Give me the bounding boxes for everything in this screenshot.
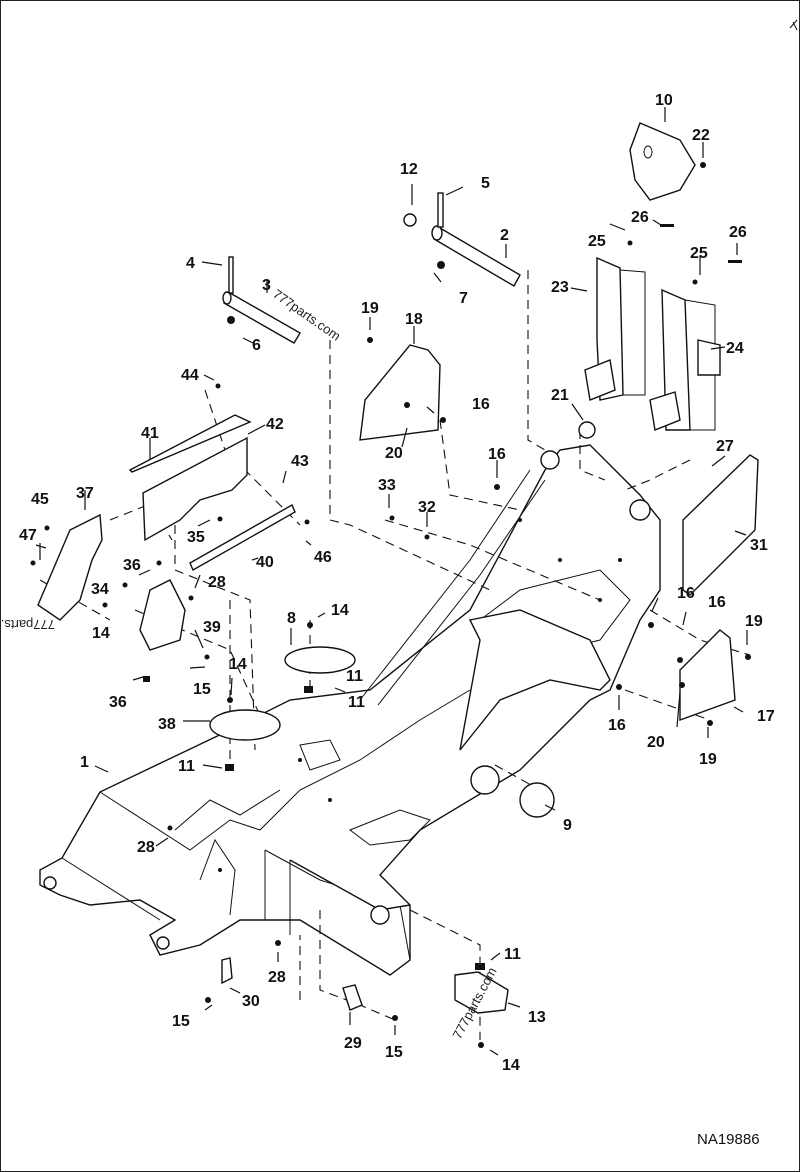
callout-37[interactable]: 37	[76, 485, 94, 502]
callout-33[interactable]: 33	[378, 477, 396, 494]
clip-29	[342, 984, 363, 1011]
side-shield-17	[679, 629, 736, 721]
cover-plate-13	[454, 971, 509, 1014]
drawing-number: NA19886	[697, 1131, 760, 1148]
callout-19c[interactable]: 19	[699, 751, 717, 768]
callout-32[interactable]: 32	[418, 499, 436, 516]
callout-39[interactable]: 39	[203, 619, 221, 636]
panel-42	[142, 436, 248, 542]
oval-plate-38	[209, 709, 281, 741]
bumper-strip-31	[682, 454, 759, 596]
callout-36b[interactable]: 36	[109, 694, 127, 711]
side-shield-18	[359, 344, 441, 441]
callout-14a[interactable]: 14	[92, 625, 110, 642]
callout-6[interactable]: 6	[252, 337, 261, 354]
callout-47[interactable]: 47	[19, 527, 37, 544]
callout-17[interactable]: 17	[757, 708, 775, 725]
callout-14b[interactable]: 14	[331, 602, 349, 619]
rail-40	[189, 504, 296, 571]
callout-14d[interactable]: 14	[502, 1057, 520, 1074]
callout-11c[interactable]: 11	[504, 946, 521, 963]
leader-lines	[35, 107, 748, 1056]
callout-29[interactable]: 29	[344, 1035, 362, 1052]
callout-15c[interactable]: 15	[385, 1044, 403, 1061]
clip-30	[221, 957, 233, 985]
control-bracket-24	[649, 288, 721, 431]
callout-16e[interactable]: 16	[608, 717, 626, 734]
pivot-pin-3	[222, 256, 301, 344]
callout-42[interactable]: 42	[266, 416, 284, 433]
callout-8[interactable]: 8	[287, 610, 296, 627]
callout-10[interactable]: 10	[655, 92, 673, 109]
bracket-39	[139, 579, 186, 651]
callout-19b[interactable]: 19	[745, 613, 763, 630]
callout-11d[interactable]: 11	[346, 668, 363, 685]
main-frame	[39, 444, 661, 976]
callout-labels: 1 2 3 4 5 6 7 8 9 10 11 11 11 11 12 13 1…	[19, 92, 775, 1074]
callout-38[interactable]: 38	[158, 716, 176, 733]
corner-guard-37	[37, 513, 103, 621]
callout-14c[interactable]: 14	[229, 656, 247, 673]
callout-13[interactable]: 13	[528, 1009, 546, 1026]
callout-34[interactable]: 34	[91, 581, 109, 598]
callout-41[interactable]: 41	[141, 425, 159, 442]
callout-3[interactable]: 3	[262, 277, 271, 294]
callout-21[interactable]: 21	[551, 387, 569, 404]
callout-28c[interactable]: 28	[268, 969, 286, 986]
callout-16d[interactable]: 16	[708, 594, 726, 611]
callout-25a[interactable]: 25	[588, 233, 606, 250]
pivot-pin-2	[403, 192, 521, 287]
callout-44[interactable]: 44	[181, 367, 199, 384]
callout-23[interactable]: 23	[551, 279, 569, 296]
callout-9[interactable]: 9	[563, 817, 572, 834]
callout-43[interactable]: 43	[291, 453, 309, 470]
callout-11a[interactable]: 11	[348, 694, 365, 711]
ring-21	[578, 421, 596, 439]
callout-26a[interactable]: 26	[631, 209, 649, 226]
callout-12[interactable]: 12	[400, 161, 418, 178]
callout-46[interactable]: 46	[314, 549, 332, 566]
cover-plate-10	[629, 122, 696, 201]
callout-16b[interactable]: 16	[488, 446, 506, 463]
callout-24[interactable]: 24	[726, 340, 744, 357]
callout-20b[interactable]: 20	[647, 734, 665, 751]
callout-22[interactable]: 22	[692, 127, 710, 144]
callout-28b[interactable]: 28	[137, 839, 155, 856]
corner-mark-icon	[789, 19, 798, 31]
callout-45[interactable]: 45	[31, 491, 49, 508]
callout-7[interactable]: 7	[459, 290, 468, 307]
callout-28a[interactable]: 28	[208, 574, 226, 591]
callout-20a[interactable]: 20	[385, 445, 403, 462]
callout-11b[interactable]: 11	[178, 758, 195, 775]
oval-plate-8	[284, 646, 356, 674]
callout-16a[interactable]: 16	[472, 396, 490, 413]
callout-27[interactable]: 27	[716, 438, 734, 455]
callout-1[interactable]: 1	[80, 754, 89, 771]
callout-36a[interactable]: 36	[123, 557, 141, 574]
callout-4[interactable]: 4	[186, 255, 195, 272]
callout-26b[interactable]: 26	[729, 224, 747, 241]
callout-30[interactable]: 30	[242, 993, 260, 1010]
callout-40[interactable]: 40	[256, 554, 274, 571]
callout-16c[interactable]: 16	[677, 585, 695, 602]
control-bracket-23	[584, 256, 646, 401]
round-plug-9	[519, 782, 555, 818]
callout-15b[interactable]: 15	[172, 1013, 190, 1030]
callout-15a[interactable]: 15	[193, 681, 211, 698]
callout-5[interactable]: 5	[481, 175, 490, 192]
callout-31[interactable]: 31	[750, 537, 768, 554]
watermark: 777parts.com	[0, 617, 55, 632]
callout-18[interactable]: 18	[405, 311, 423, 328]
callout-35[interactable]: 35	[187, 529, 205, 546]
callout-25b[interactable]: 25	[690, 245, 708, 262]
rod-41	[128, 414, 252, 473]
hardware-fasteners	[30, 162, 751, 1048]
callout-2[interactable]: 2	[500, 227, 509, 244]
callout-19a[interactable]: 19	[361, 300, 379, 317]
